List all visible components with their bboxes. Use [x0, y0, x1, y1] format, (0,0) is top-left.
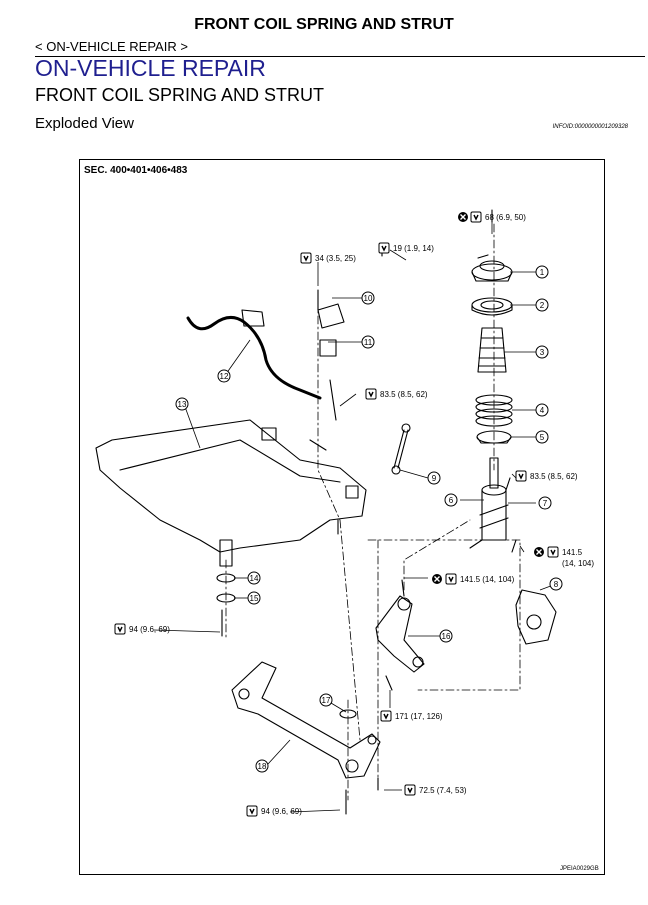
callout-15: 15	[250, 594, 259, 603]
suspension-member-drawing	[95, 379, 367, 567]
callout-5: 5	[540, 433, 545, 442]
bound-bumper-drawing	[477, 327, 507, 373]
bushing-drawing	[317, 303, 345, 357]
section-title: ON-VEHICLE REPAIR	[35, 55, 266, 81]
torque-wrench-icon	[246, 805, 258, 817]
leader-lines	[153, 222, 557, 813]
diagram-frame	[79, 159, 605, 875]
torque-value-94-stay: 94 (9.6, 69)	[261, 807, 302, 816]
torque-wrench-icon	[547, 546, 559, 558]
callout-7: 7	[543, 499, 548, 508]
torque-wrench-marks	[117, 214, 556, 815]
callout-4: 4	[540, 406, 545, 415]
callout-14: 14	[250, 574, 259, 583]
torque-wrench-icon	[470, 211, 482, 223]
torque-wrench-icons	[114, 211, 559, 817]
torque-value-83-5-link: 83.5 (8.5, 62)	[380, 390, 428, 399]
torque-value-141-5-link: 141.5 (14, 104)	[460, 575, 515, 584]
torque-values: 68 (6.9, 50) 19 (1.9, 14) 34 (3.5, 25) 8…	[129, 213, 594, 816]
callout-12: 12	[220, 372, 229, 381]
breadcrumb[interactable]: < ON-VEHICLE REPAIR >	[35, 39, 188, 54]
torque-value-19: 19 (1.9, 14)	[393, 244, 434, 253]
torque-value-141-5-knuckle: 141.5	[562, 548, 583, 557]
sub-title: FRONT COIL SPRING AND STRUT	[35, 85, 325, 105]
steering-knuckle-drawing	[515, 589, 557, 645]
stabilizer-link-drawing	[391, 423, 411, 475]
torque-value-72-5: 72.5 (7.4, 53)	[419, 786, 467, 795]
torque-wrench-icon	[365, 388, 377, 400]
callout-9: 9	[432, 474, 437, 483]
torque-wrench-icon	[378, 242, 390, 254]
callout-6: 6	[449, 496, 454, 505]
torque-value-94-member: 94 (9.6, 69)	[129, 625, 170, 634]
header-rule	[35, 56, 645, 57]
document-header-title: FRONT COIL SPRING AND STRUT	[194, 16, 454, 33]
torque-value-171: 171 (17, 126)	[395, 712, 443, 721]
torque-value-68: 68 (6.9, 50)	[485, 213, 526, 222]
guide-lines	[225, 223, 521, 801]
callout-13: 13	[178, 400, 187, 409]
callout-circles	[175, 265, 563, 773]
bearing-drawing	[471, 297, 513, 316]
torque-value-83-5-strut: 83.5 (8.5, 62)	[530, 472, 578, 481]
figure-code: JPEIA0029GB	[560, 866, 599, 872]
callout-3: 3	[540, 348, 545, 357]
callout-11: 11	[364, 338, 373, 347]
do-not-reuse-icons	[432, 212, 544, 584]
callout-numbers: 1 2 3 4 5 6 7 8 9 10 11 12 13 14 15 16 1…	[178, 268, 559, 771]
strut-mount-drawing	[471, 254, 513, 282]
callout-1: 1	[540, 268, 545, 277]
callout-8: 8	[554, 580, 559, 589]
info-id: INFOID:0000000001209328	[552, 124, 628, 130]
view-title: Exploded View	[35, 115, 134, 132]
member-stay-drawing	[231, 661, 381, 779]
strut-assembly-drawing	[469, 457, 509, 549]
torque-wrench-icon	[515, 470, 527, 482]
section-numbers-label: SEC. 400•401•406•483	[84, 165, 188, 176]
torque-wrench-icon	[380, 710, 392, 722]
stabilizer-bar-drawing	[186, 309, 322, 400]
torque-wrench-icon	[114, 623, 126, 635]
callout-10: 10	[364, 294, 373, 303]
torque-wrench-icon	[300, 252, 312, 264]
callout-2: 2	[540, 301, 545, 310]
transverse-link-drawing	[375, 595, 425, 673]
torque-wrench-icon	[445, 573, 457, 585]
callout-16: 16	[442, 632, 451, 641]
callout-17: 17	[322, 696, 331, 705]
torque-wrench-icon	[404, 784, 416, 796]
torque-value-34: 34 (3.5, 25)	[315, 254, 356, 263]
callout-18: 18	[258, 762, 267, 771]
torque-value-141-5-knuckle-units: (14, 104)	[562, 559, 594, 568]
